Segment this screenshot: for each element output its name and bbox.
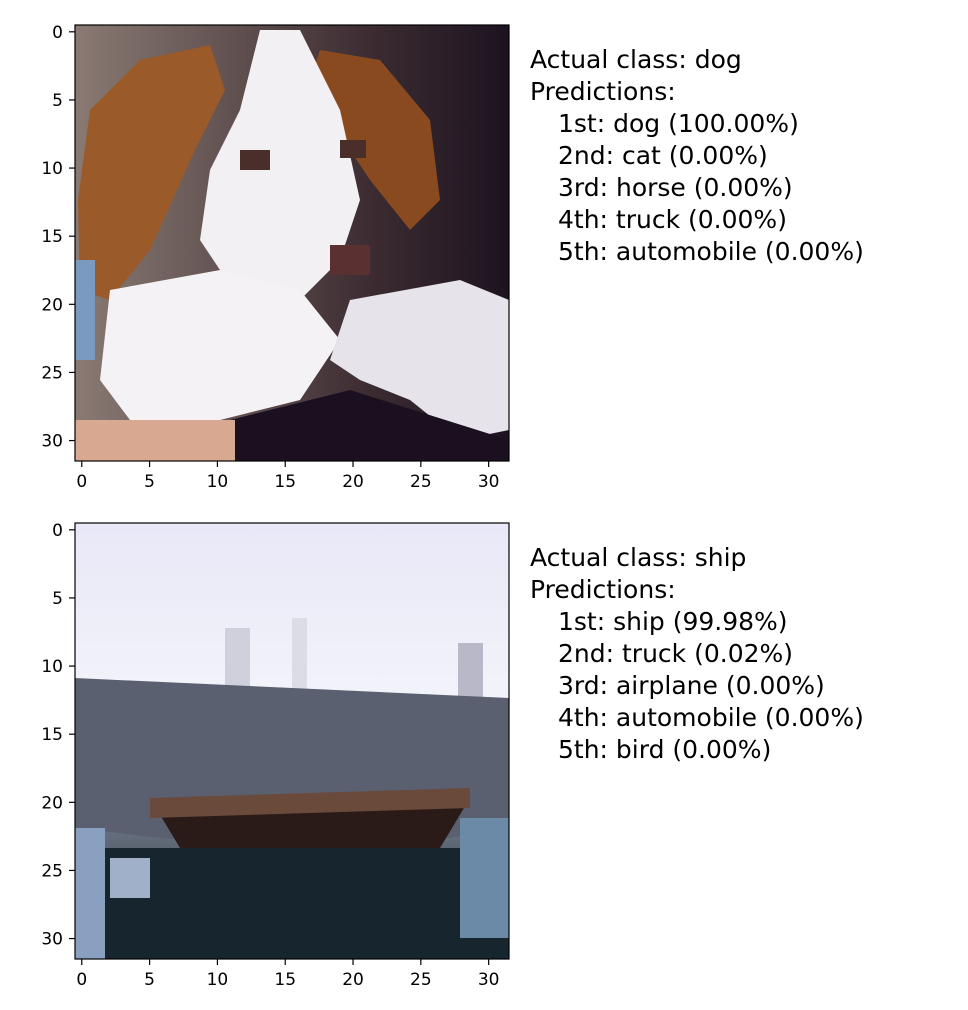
x-tick-label: 5 (144, 472, 155, 492)
x-tick-label: 15 (274, 970, 296, 990)
x-tick-label: 0 (76, 472, 87, 492)
y-tick-label: 10 (41, 159, 63, 179)
ship-image (75, 523, 509, 959)
predictions-heading: Predictions: (530, 77, 676, 106)
y-tick-label: 25 (41, 861, 63, 881)
predictions-heading: Predictions: (530, 575, 676, 604)
y-tick-label: 5 (52, 589, 63, 609)
prediction-item: 2nd: cat (0.00%) (558, 141, 768, 170)
y-tick-label: 0 (52, 521, 63, 541)
prediction-item: 3rd: horse (0.00%) (558, 173, 793, 202)
prediction-item: 1st: dog (100.00%) (558, 109, 799, 138)
actual-class-label: Actual class: ship (530, 543, 747, 572)
x-tick-label: 15 (274, 472, 296, 492)
prediction-info-dog: Actual class: dog Predictions: 1st: dog … (530, 44, 864, 268)
x-tick-label: 20 (342, 472, 364, 492)
image-plot-dog: 0 5 10 15 20 25 30 0 5 10 15 20 25 30 (41, 23, 510, 492)
y-axis-dog: 0 5 10 15 20 25 30 (41, 23, 75, 452)
y-tick-label: 5 (52, 91, 63, 111)
image-plot-ship: 0 5 10 15 20 25 30 0 5 10 15 20 25 30 (41, 521, 510, 990)
y-tick-label: 15 (41, 227, 63, 247)
y-tick-label: 15 (41, 725, 63, 745)
prediction-item: 4th: automobile (0.00%) (558, 703, 864, 732)
y-tick-label: 30 (41, 432, 63, 452)
x-tick-label: 30 (478, 472, 500, 492)
x-tick-label: 20 (342, 970, 364, 990)
dog-image (75, 25, 509, 461)
x-tick-label: 25 (410, 472, 432, 492)
y-tick-label: 10 (41, 657, 63, 677)
y-tick-label: 30 (41, 930, 63, 950)
y-tick-label: 0 (52, 23, 63, 43)
figure-panel-ship: 0 5 10 15 20 25 30 0 5 10 15 20 25 30 Actual class: … (0, 498, 968, 996)
prediction-item: 3rd: airplane (0.00%) (558, 671, 825, 700)
prediction-item: 2nd: truck (0.02%) (558, 639, 794, 668)
y-tick-label: 25 (41, 363, 63, 383)
prediction-info-ship: Actual class: ship Predictions: 1st: shi… (530, 542, 864, 766)
x-tick-label: 0 (76, 970, 87, 990)
x-axis-ship: 0 5 10 15 20 25 30 (76, 959, 499, 990)
plot-frame (74, 24, 510, 462)
x-tick-label: 10 (207, 970, 229, 990)
x-tick-label: 10 (207, 472, 229, 492)
y-tick-label: 20 (41, 295, 63, 315)
x-axis-dog: 0 5 10 15 20 25 30 (76, 461, 499, 492)
plot-frame (74, 522, 510, 960)
prediction-item: 5th: automobile (0.00%) (558, 237, 864, 266)
y-tick-label: 20 (41, 793, 63, 813)
prediction-item: 1st: ship (99.98%) (558, 607, 788, 636)
y-axis-ship: 0 5 10 15 20 25 30 (41, 521, 75, 950)
figure-panel-dog: 0 5 10 15 20 25 30 0 5 10 15 20 25 30 Actual class: … (0, 0, 968, 498)
x-tick-label: 30 (478, 970, 500, 990)
x-tick-label: 25 (410, 970, 432, 990)
actual-class-label: Actual class: dog (530, 45, 742, 74)
prediction-item: 5th: bird (0.00%) (558, 735, 772, 764)
x-tick-label: 5 (144, 970, 155, 990)
prediction-item: 4th: truck (0.00%) (558, 205, 787, 234)
